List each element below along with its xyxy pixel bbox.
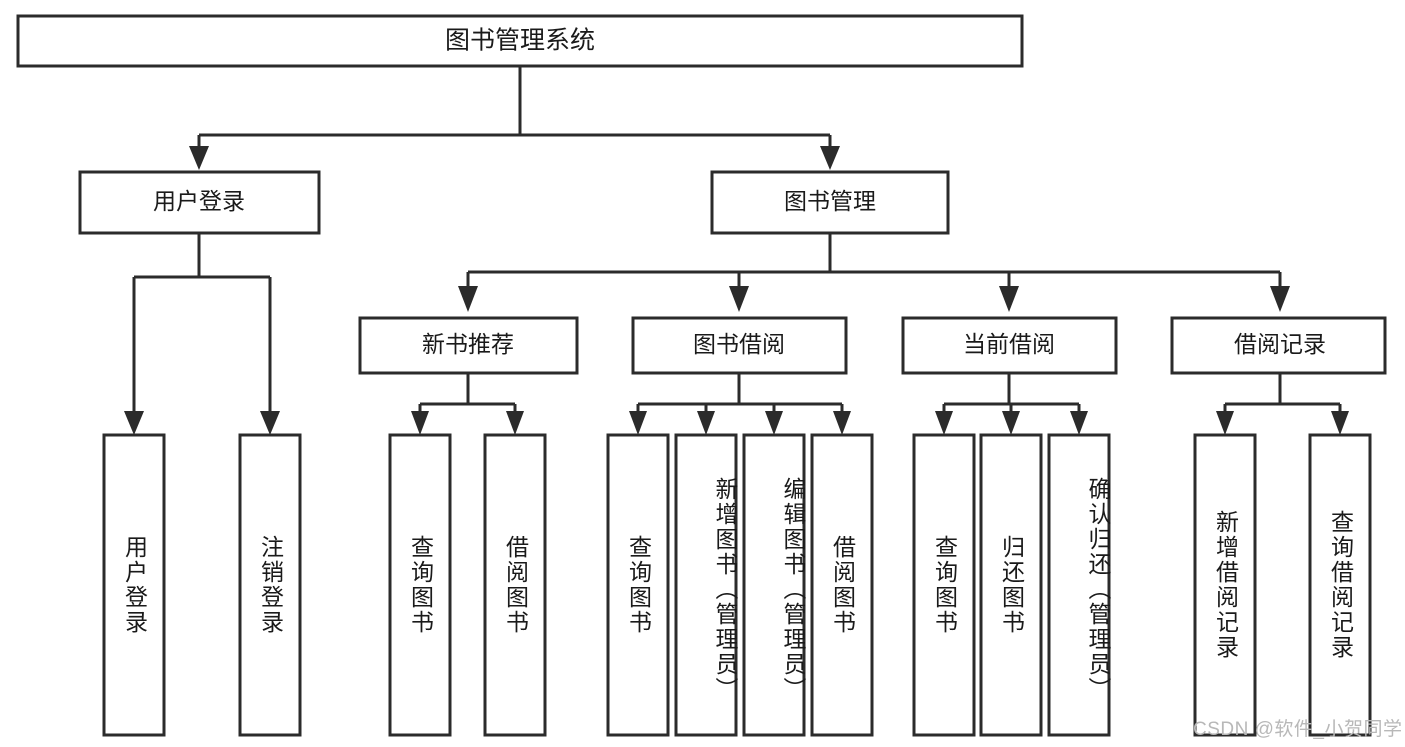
node-box-user-login[interactable] [78, 170, 321, 235]
arrowhead-layer [124, 146, 1349, 435]
node-box-root[interactable] [16, 14, 1024, 68]
node-box-new-book-rec[interactable] [358, 316, 579, 375]
node-layer: 图书管理系统 用户登录 图书管理 新书推荐 图书借阅 当前借阅 借阅记录 [16, 14, 1387, 737]
arrowhead-leaf-6 [697, 411, 715, 435]
node-box-leaf-borrow-edit[interactable] [742, 433, 806, 737]
node-box-leaf-user-login[interactable] [102, 433, 166, 737]
node-box-leaf-cur-confirm[interactable] [1047, 433, 1111, 737]
node-box-leaf-rec-borrow[interactable] [483, 433, 547, 737]
node-box-leaf-cur-return[interactable] [979, 433, 1043, 737]
node-box-leaf-borrow-add[interactable] [674, 433, 738, 737]
arrowhead-leaf-2 [260, 411, 280, 435]
node-label-current-borrow: 当前借阅 [963, 331, 1055, 357]
node-box-leaf-rec-query[interactable] [388, 433, 452, 737]
arrowhead-leaf-5 [629, 411, 647, 435]
arrowhead-bookborrow [729, 286, 749, 312]
arrowhead-userlogin [189, 146, 209, 170]
arrowhead-bookmanage [820, 146, 840, 170]
csdn-watermark: CSDN @软件_小贺同学 [1193, 719, 1403, 740]
node-box-borrow-record[interactable] [1170, 316, 1387, 375]
arrowhead-leaf-3 [411, 411, 429, 435]
arrowhead-borrowrecord [1270, 286, 1290, 312]
arrowhead-leaf-13 [1331, 411, 1349, 435]
node-box-book-manage[interactable] [710, 170, 950, 235]
node-box-book-borrow[interactable] [631, 316, 848, 375]
node-label-new-book-rec: 新书推荐 [422, 331, 514, 357]
arrowhead-leaf-9 [935, 411, 953, 435]
node-box-leaf-borrow-query[interactable] [606, 433, 670, 737]
node-label-root: 图书管理系统 [445, 27, 595, 55]
node-box-leaf-cur-query[interactable] [912, 433, 976, 737]
arrowhead-leaf-12 [1216, 411, 1234, 435]
node-box-leaf-user-logout[interactable] [238, 433, 302, 737]
node-box-current-borrow[interactable] [901, 316, 1118, 375]
node-label-book-borrow: 图书借阅 [693, 331, 785, 357]
node-label-book-manage: 图书管理 [784, 188, 876, 214]
node-label-user-login: 用户登录 [153, 188, 245, 214]
arrowhead-leaf-8 [833, 411, 851, 435]
node-box-leaf-borrow-lend[interactable] [810, 433, 874, 737]
node-label-borrow-record: 借阅记录 [1234, 331, 1326, 357]
arrowhead-currentborrow [999, 286, 1019, 312]
arrowhead-leaf-11 [1070, 411, 1088, 435]
arrowhead-leaf-4 [506, 411, 524, 435]
node-box-leaf-rec-query2[interactable] [1308, 433, 1372, 737]
arrowhead-leaf-1 [124, 411, 144, 435]
arrowhead-newbook [458, 286, 478, 312]
node-box-leaf-rec-add[interactable] [1193, 433, 1257, 737]
arrowhead-leaf-7 [765, 411, 783, 435]
arrowhead-leaf-10 [1002, 411, 1020, 435]
